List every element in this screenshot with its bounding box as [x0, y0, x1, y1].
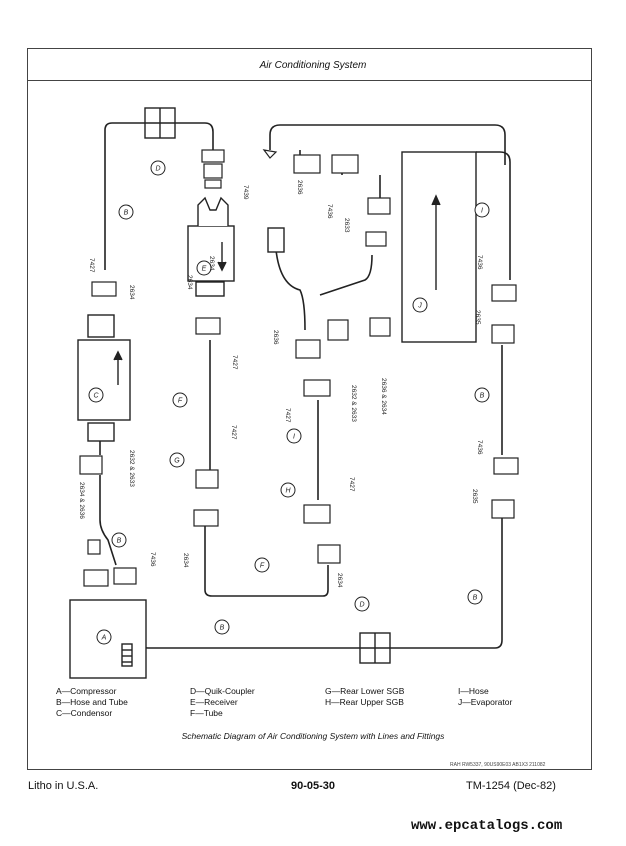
- legend-item-f: F—Tube: [190, 708, 223, 718]
- code-7427-c: 7427: [230, 425, 237, 440]
- legend-item-e: E—Receiver: [190, 697, 238, 707]
- label-e: E: [202, 266, 207, 273]
- quik-coupler-bottom: [359, 632, 391, 664]
- fitting-receiver-top: [201, 149, 225, 163]
- hose-b-compressor: [99, 475, 117, 566]
- sensor-lead: [275, 249, 306, 331]
- label-g: G: [174, 458, 180, 465]
- label-h: H: [285, 488, 291, 495]
- code-2636-a: 2636: [296, 180, 303, 195]
- hose-b-left: [104, 122, 145, 270]
- code-7436-b: 7436: [326, 204, 333, 219]
- code-2634-e: 2634: [336, 573, 343, 588]
- label-b-4: B: [480, 393, 485, 400]
- legend-item-j: J—Evaporator: [458, 697, 513, 707]
- hose-b-right: [390, 515, 503, 649]
- lines: [99, 122, 511, 649]
- header-rule: [27, 80, 592, 81]
- part-label-circles: [88, 160, 490, 645]
- code-2634-d: 2634: [182, 553, 189, 568]
- legend-item-g: G—Rear Lower SGB: [325, 686, 405, 696]
- label-j: J: [417, 303, 422, 310]
- label-b-2: B: [117, 538, 122, 545]
- footer-tm-number: TM-1254 (Dec-82): [466, 780, 556, 792]
- code-7427-b: 7427: [231, 355, 238, 370]
- condenser: [77, 314, 131, 442]
- label-c: C: [93, 393, 99, 400]
- legend-col-3: G—Rear Lower SGB H—Rear Upper SGB: [325, 686, 404, 708]
- image-code: RAH RW5337, 90US90E03 AB1X3 211082: [450, 762, 546, 768]
- code-7436-c: 7436: [476, 255, 483, 270]
- evaporator-top-loop: [269, 124, 506, 165]
- code-2632-2633-left: 2632 & 2633: [128, 450, 135, 487]
- code-2634-f: 2634: [208, 256, 215, 271]
- code-2635-b: 2635: [471, 489, 478, 504]
- code-2635-a: 2635: [474, 310, 481, 325]
- fittings: [79, 149, 519, 587]
- code-2634-b: 2634: [186, 275, 193, 290]
- sensor-bulb: [267, 227, 285, 253]
- fitting-b-upper: [91, 281, 117, 297]
- code-2633-a: 2633: [343, 218, 350, 233]
- label-i-2: I: [481, 208, 483, 215]
- legend-col-1: A—Compressor B—Hose and Tube C—Condensor: [56, 686, 128, 719]
- sensor-lead-2: [319, 254, 373, 296]
- label-b-1: B: [124, 210, 129, 217]
- label-f-1: F: [178, 398, 183, 405]
- figure-caption: Schematic Diagram of Air Conditioning Sy…: [181, 731, 445, 741]
- hose-b-bottom: [139, 639, 360, 649]
- label-d-bottom: D: [359, 602, 364, 609]
- label-b-5: B: [473, 595, 478, 602]
- evaporator: [401, 151, 477, 343]
- code-2634-2636-left: 2634 & 2636: [78, 482, 85, 519]
- label-b-3: B: [220, 625, 225, 632]
- footer-page-number: 90-05-30: [290, 780, 336, 792]
- legend-item-i: I—Hose: [458, 686, 489, 696]
- hose-i-right: [476, 151, 511, 280]
- legend-item-b: B—Hose and Tube: [56, 697, 128, 707]
- label-f-2: F: [260, 563, 265, 570]
- compressor: [69, 599, 147, 679]
- tube-f-lower: [204, 525, 329, 597]
- legend-item-d: D—Quik-Coupler: [190, 686, 255, 696]
- label-a: A: [101, 635, 107, 642]
- legend-item-h: H—Rear Upper SGB: [325, 697, 404, 707]
- receiver: [187, 196, 235, 297]
- code-2636-b: 2636: [272, 330, 279, 345]
- code-2636-2634: 2636 & 2634: [380, 378, 387, 415]
- page-frame: [27, 48, 592, 770]
- hose-d-receiver: [175, 122, 214, 150]
- quik-coupler-top: [144, 107, 176, 139]
- label-d-top: D: [155, 166, 160, 173]
- legend-item-a: A—Compressor: [56, 686, 117, 696]
- watermark-url[interactable]: www.epcatalogs.com: [411, 818, 563, 834]
- code-7427-a: 7427: [88, 258, 95, 273]
- legend-col-2: D—Quik-Coupler E—Receiver F—Tube: [190, 686, 255, 719]
- code-2632-2633-right: 2632 & 2633: [350, 385, 357, 422]
- page-header-title: Air Conditioning System: [259, 60, 367, 71]
- code-7427-e: 7427: [348, 477, 355, 492]
- code-7436-a: 7436: [149, 552, 156, 567]
- code-7439: 7439: [242, 185, 249, 200]
- footer-litho: Litho in U.S.A.: [28, 780, 99, 792]
- legend-col-4: I—Hose J—Evaporator: [458, 686, 512, 708]
- code-2634-a: 2634: [128, 285, 135, 300]
- fitting-code-labels: 7439 7427 2634 2634 7427 7427 7427 7427 …: [78, 180, 483, 588]
- label-i-1: I: [293, 434, 295, 441]
- code-7436-d: 7436: [476, 440, 483, 455]
- legend-item-c: C—Condensor: [56, 708, 113, 718]
- code-7427-d: 7427: [284, 408, 291, 423]
